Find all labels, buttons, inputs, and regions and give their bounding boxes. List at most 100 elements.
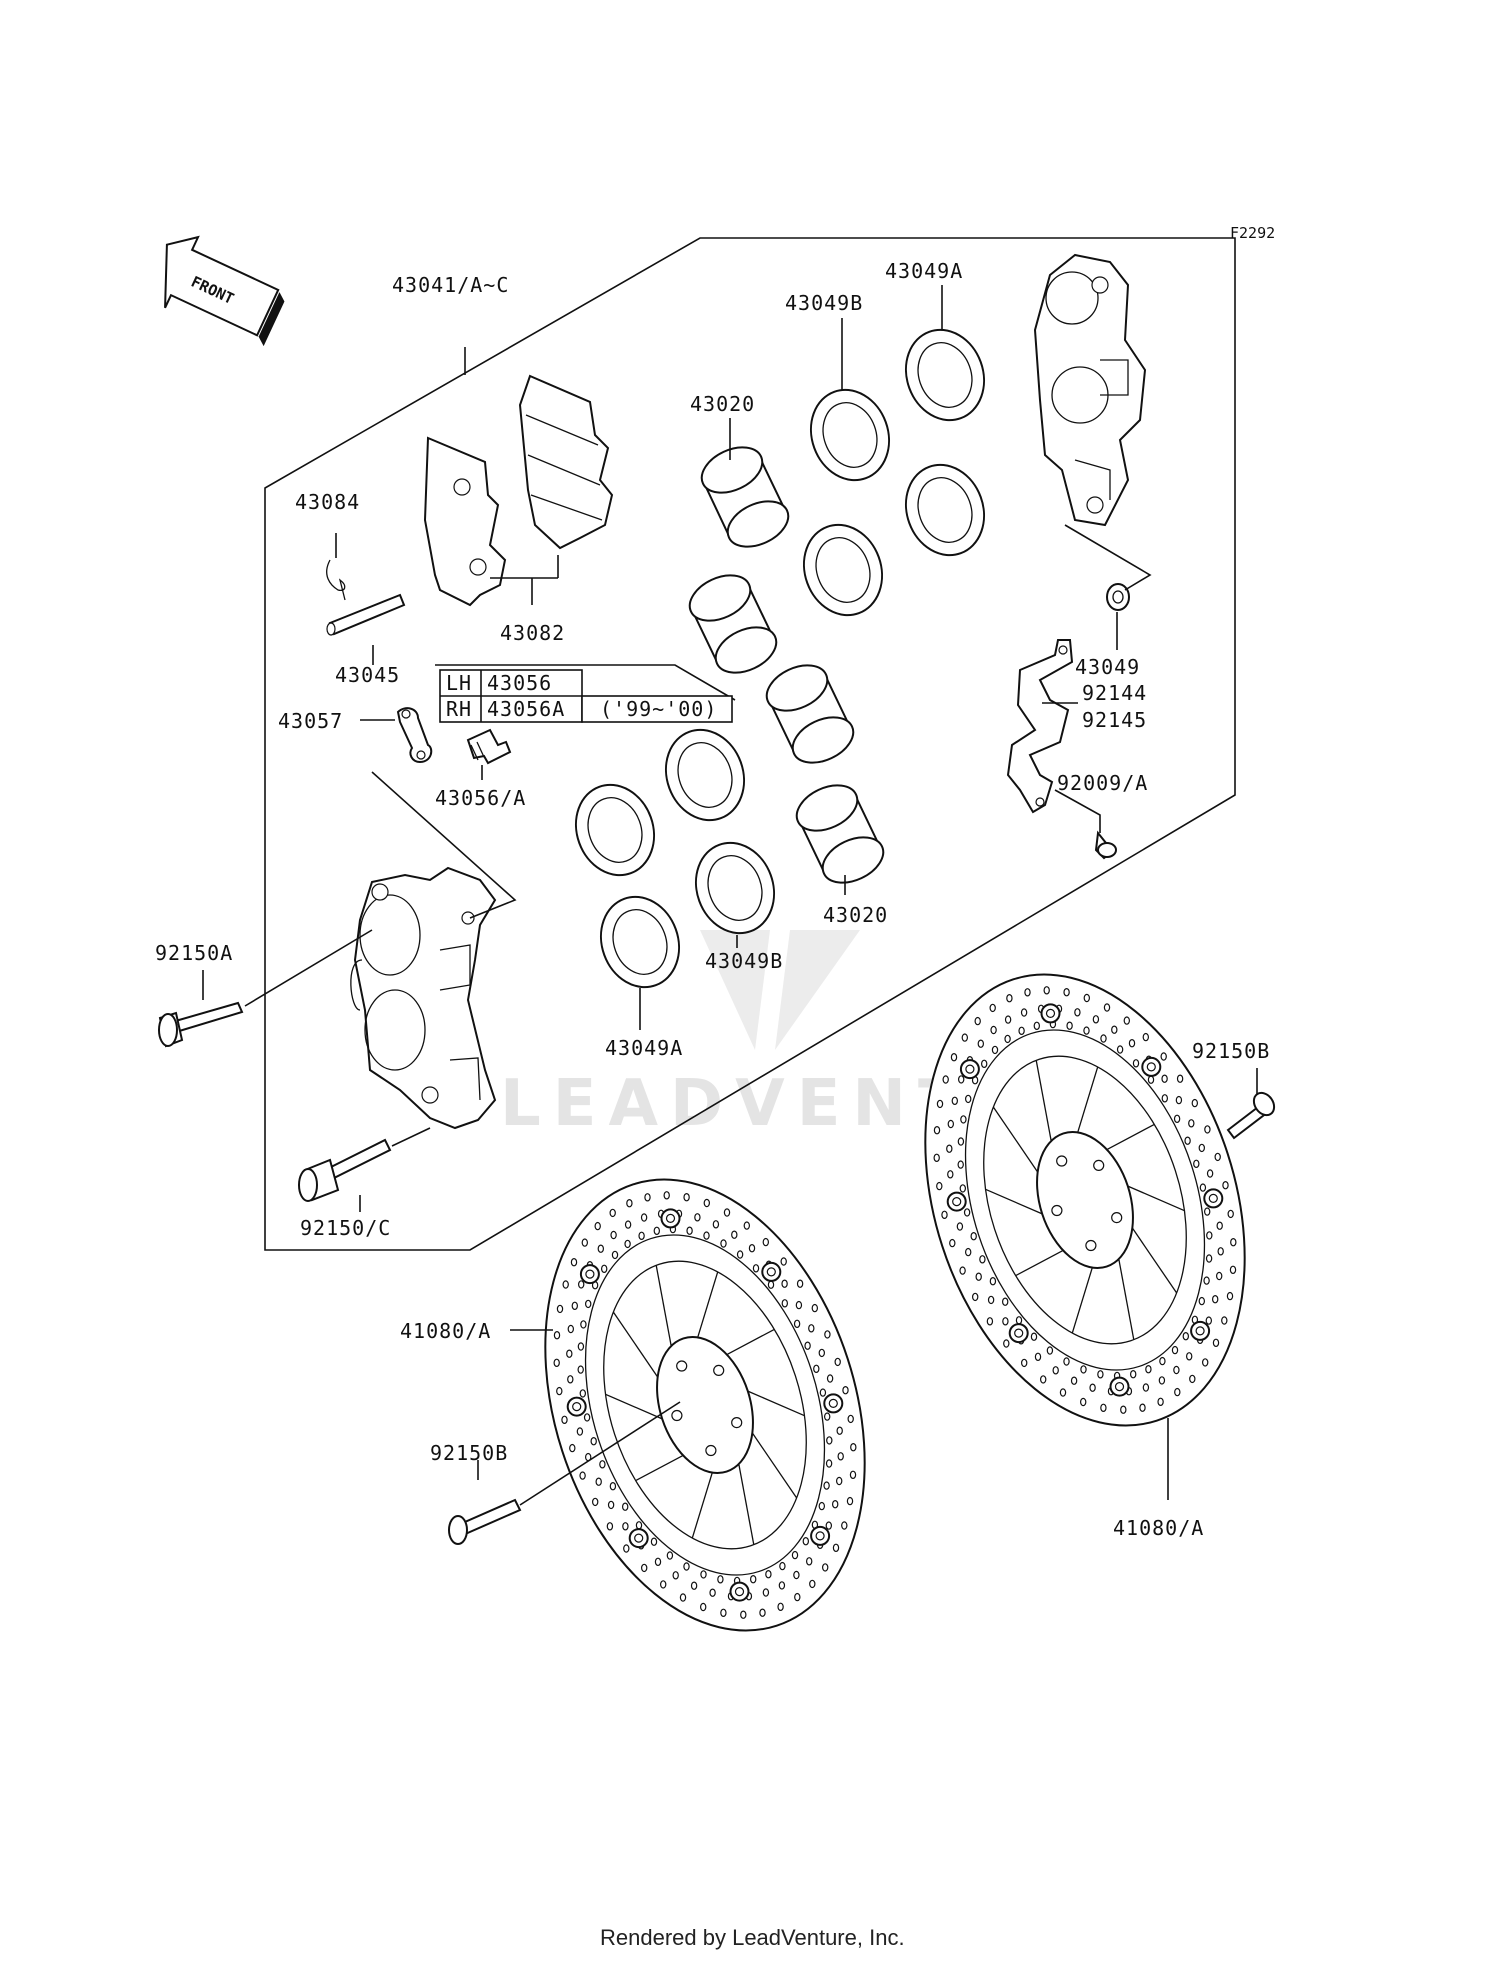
rotor-drill-hole — [624, 1239, 631, 1249]
label-43057: 43057 — [278, 709, 343, 733]
rotor-drill-hole — [1205, 1316, 1213, 1325]
rotor-drill-hole — [638, 1231, 645, 1241]
rotor-drill-hole — [720, 1239, 727, 1248]
rotor-drill-hole — [834, 1357, 841, 1367]
rotor-float-button-center — [585, 1269, 595, 1279]
rotor-drill-hole — [1171, 1345, 1179, 1355]
rotor-drill-hole — [577, 1365, 584, 1374]
label-43056A: 43056/A — [435, 786, 526, 810]
seal-43049A-top — [904, 328, 986, 422]
label-43041: 43041/A~C — [392, 273, 509, 297]
rotor-drill-hole — [556, 1386, 563, 1396]
rotor-float-button-center — [766, 1267, 776, 1277]
rotor-drill-hole — [1015, 1316, 1023, 1325]
rotor-drill-hole — [1129, 1369, 1137, 1379]
rotor-drill-hole — [972, 1292, 979, 1302]
rotor-spoke — [751, 1432, 798, 1499]
rotor-drill-hole — [570, 1257, 578, 1267]
rotor-drill-hole — [1020, 1358, 1028, 1368]
rotor-drill-hole — [847, 1414, 854, 1424]
rotor-drill-hole — [690, 1581, 698, 1590]
rotor-drill-hole — [566, 1349, 573, 1358]
rotor-drill-hole — [778, 1581, 786, 1590]
part-number-table: LH 43056 RH 43056A ('99~'00) — [435, 664, 736, 723]
rotor-drill-hole — [933, 1153, 940, 1163]
rotor-float-button-center — [952, 1196, 962, 1207]
rotor-drill-hole — [795, 1300, 803, 1310]
brake-pad-front — [518, 374, 614, 550]
rotor-drill-hole — [1185, 1352, 1193, 1361]
caliper-assembly-boundary — [264, 237, 1236, 1251]
rotor-hub-hole — [676, 1360, 688, 1372]
rotor-drill-hole — [567, 1375, 574, 1384]
rotor-drill-hole — [683, 1562, 690, 1571]
rotor-drill-hole — [666, 1551, 674, 1560]
rotor-drill-hole — [1158, 1376, 1166, 1385]
rotor-drill-hole — [1142, 1032, 1150, 1042]
rotor-drill-hole — [1211, 1294, 1219, 1304]
seal-5 — [574, 783, 656, 877]
rotor-drill-hole — [949, 1238, 956, 1248]
rotor-drill-hole — [640, 1213, 648, 1222]
rotor-drill-hole — [590, 1436, 597, 1446]
rotor-drill-hole — [663, 1191, 670, 1200]
rotor-drill-hole — [1230, 1237, 1237, 1247]
rotor-drill-hole — [765, 1569, 772, 1579]
rotor-hub-hole — [713, 1364, 725, 1377]
rotor-spoke — [697, 1271, 719, 1338]
rotor-drill-hole — [1188, 1119, 1195, 1128]
rotor-drill-hole — [1100, 1403, 1107, 1413]
leader-92150B-left — [519, 1401, 681, 1506]
rotor-spoke — [1035, 1060, 1052, 1142]
rotor-drill-hole — [767, 1280, 775, 1289]
rotor-drill-hole — [594, 1221, 601, 1231]
lh-part: 43056 — [487, 671, 552, 695]
rotor-drill-hole — [1201, 1358, 1209, 1367]
rotor-drill-hole — [1018, 1026, 1025, 1036]
seal-4 — [664, 728, 746, 822]
rotor-float-button-center — [734, 1586, 745, 1597]
rotor-spoke — [655, 1265, 672, 1347]
rotor-drill-hole — [581, 1238, 589, 1247]
bolt-92150B-left — [448, 1498, 522, 1545]
rotor-spoke — [985, 1188, 1043, 1215]
rotor-drill-hole — [576, 1427, 584, 1436]
rotor-drill-hole — [1205, 1254, 1213, 1263]
rotor-drill-hole — [1142, 1383, 1150, 1392]
part-labels: 43041/A~C 43049A 43049B 43020 43084 4308… — [155, 259, 1269, 1540]
rotor-drill-hole — [1214, 1152, 1221, 1162]
leader-43049-washer — [1064, 524, 1152, 591]
rotor-drill-hole — [1033, 1021, 1041, 1031]
rotor-drill-hole — [1083, 1026, 1090, 1035]
rotor-drill-hole — [578, 1280, 585, 1289]
lh-label: LH — [446, 671, 472, 695]
rotor-drill-hole — [1174, 1387, 1181, 1397]
rotor-drill-hole — [808, 1324, 815, 1333]
rotor-drill-hole — [1063, 988, 1070, 997]
footer-credit: Rendered by LeadVenture, Inc. — [600, 1925, 905, 1950]
rotor-drill-hole — [743, 1221, 751, 1230]
rotor-drill-hole — [1120, 1405, 1127, 1414]
rotor-drill-hole — [959, 1266, 966, 1275]
rotor-float-button-center — [815, 1531, 825, 1541]
rotor-drill-hole — [990, 1025, 997, 1035]
rotor-drill-hole — [624, 1220, 632, 1229]
rotor-drill-hole — [804, 1341, 811, 1350]
rotor-drill-hole — [965, 1094, 972, 1104]
label-43084: 43084 — [295, 490, 360, 514]
rotor-drill-hole — [989, 1276, 997, 1286]
rotor-drill-hole — [1226, 1291, 1234, 1301]
pin-clip-43084 — [326, 559, 346, 601]
rotor-spoke — [1106, 1123, 1155, 1151]
rotor-spoke — [1077, 1066, 1099, 1133]
label-43049A-bottom: 43049A — [605, 1036, 683, 1060]
rotor-drill-hole — [1175, 1095, 1183, 1105]
rotor-drill-hole — [1182, 1331, 1190, 1341]
rotor-drill-hole — [609, 1208, 616, 1218]
rotor-drill-hole — [975, 1272, 982, 1281]
rotor-drill-hole — [1066, 1021, 1073, 1030]
label-41080A-left: 41080/A — [400, 1319, 491, 1343]
rotor-drill-hole — [989, 1003, 996, 1013]
rotor-drill-hole — [703, 1198, 711, 1208]
washer-43049 — [1106, 583, 1130, 611]
